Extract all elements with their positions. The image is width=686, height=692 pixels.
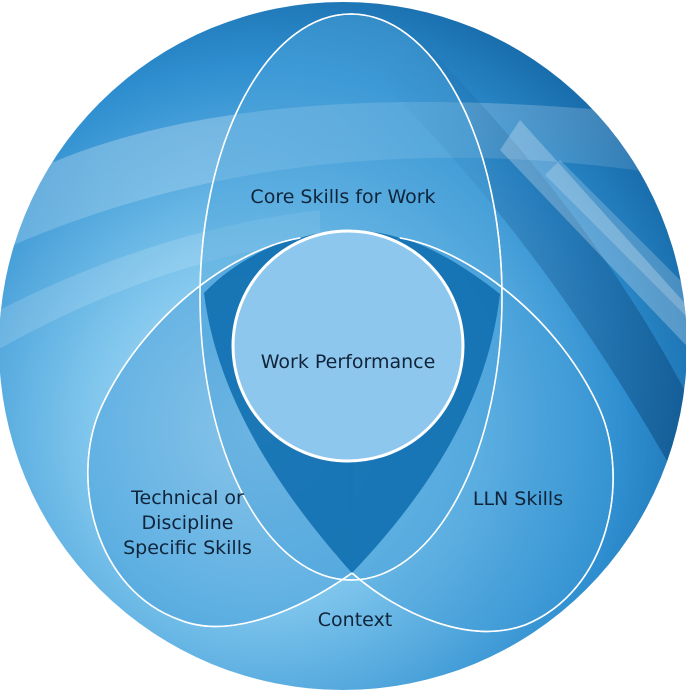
technical-skills-label: Technical or Discipline Specific Skills (123, 487, 252, 559)
core-skills-label: Core Skills for Work (250, 186, 436, 208)
work-performance-label: Work Performance (260, 351, 436, 373)
lln-skills-label: LLN Skills (472, 488, 564, 510)
work-performance-circle (231, 229, 465, 463)
context-label: Context (317, 609, 393, 631)
